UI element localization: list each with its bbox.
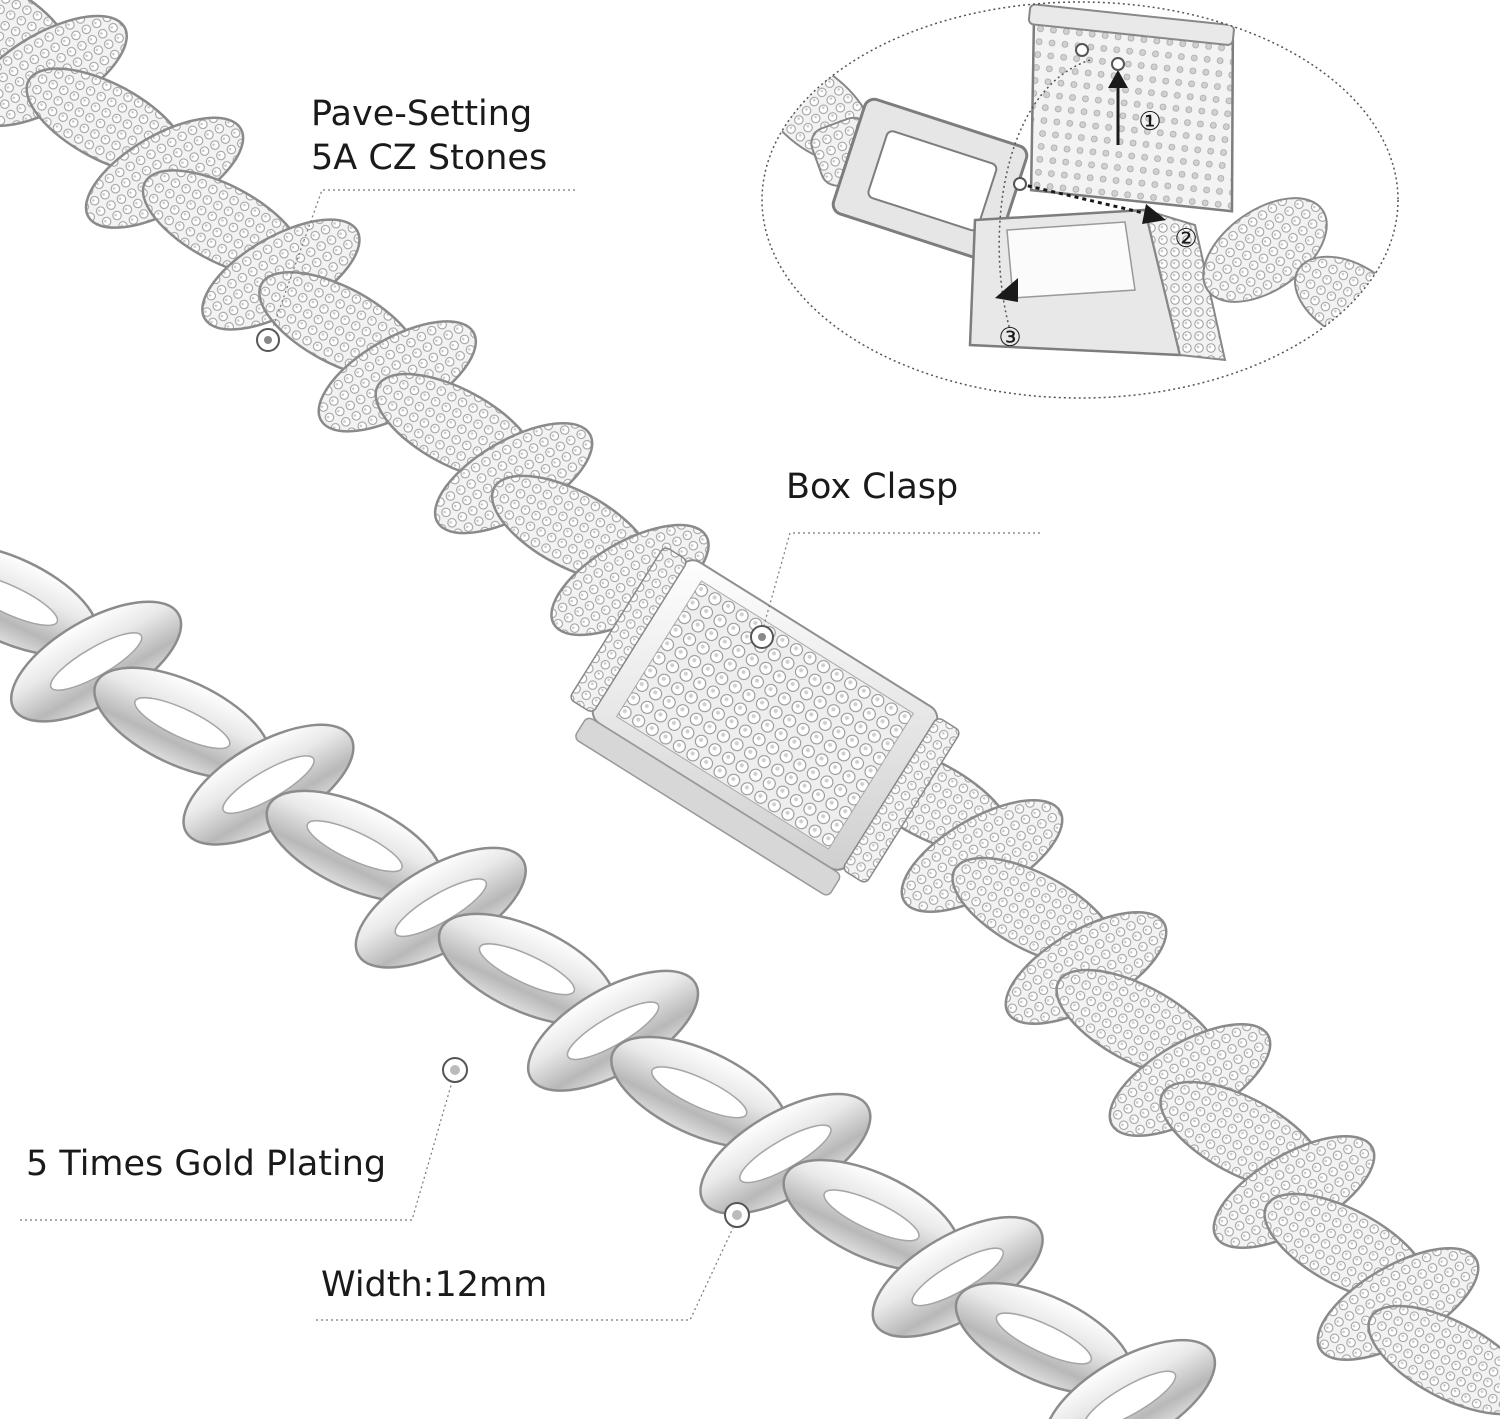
step-2-label: ② — [1174, 224, 1197, 254]
plain-chain-link-highlight — [1083, 1370, 1177, 1419]
plating-marker — [442, 1057, 468, 1083]
plain-chain-link-highlight — [0, 573, 59, 627]
plain-polished-chain — [0, 543, 1217, 1419]
width-marker — [724, 1202, 750, 1228]
pave-setting-label: Pave-Setting 5A CZ Stones — [311, 94, 548, 178]
plain-chain-link-highlight — [995, 1312, 1093, 1365]
leader-lines — [20, 189, 1040, 1321]
plain-chain-link-highlight — [134, 696, 231, 750]
step-3-label: ③ — [998, 323, 1021, 353]
width-label: Width:12mm — [321, 1265, 548, 1305]
step-1-label: ① — [1138, 107, 1161, 137]
iced-chain-link — [1367, 1304, 1500, 1416]
plain-chain-link-highlight — [306, 820, 403, 873]
pave-marker — [256, 328, 280, 352]
box-clasp-label: Box Clasp — [786, 467, 959, 507]
plain-chain-link-highlight — [650, 1066, 748, 1119]
gold-plating-label: 5 Times Gold Plating — [26, 1144, 387, 1184]
plain-chain-link-highlight — [478, 943, 576, 996]
plain-chain-link-highlight — [823, 1189, 920, 1242]
clasp-detail-oval: ① ② ③ — [761, 1, 1399, 399]
iced-chain-lower — [847, 744, 1500, 1416]
box-clasp — [570, 547, 960, 896]
